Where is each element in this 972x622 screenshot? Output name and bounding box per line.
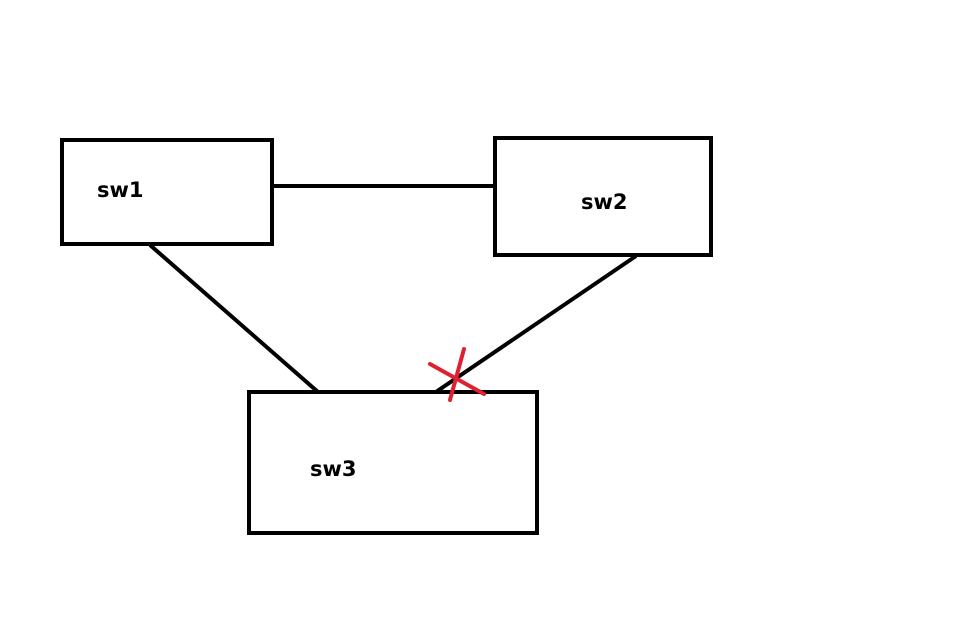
link-sw1-sw3 bbox=[148, 243, 320, 394]
switch-sw1: sw1 bbox=[60, 138, 274, 246]
switch-sw2: sw2 bbox=[493, 136, 713, 257]
switch-box bbox=[247, 390, 539, 535]
switch-box bbox=[60, 138, 274, 246]
link-sw2-sw3 bbox=[428, 254, 638, 398]
switch-sw3: sw3 bbox=[247, 390, 539, 535]
switch-label: sw2 bbox=[581, 190, 628, 214]
blocked-link-mark-icon bbox=[428, 347, 486, 402]
switch-label: sw3 bbox=[310, 457, 357, 481]
switch-box bbox=[493, 136, 713, 257]
switch-label: sw1 bbox=[97, 178, 144, 202]
